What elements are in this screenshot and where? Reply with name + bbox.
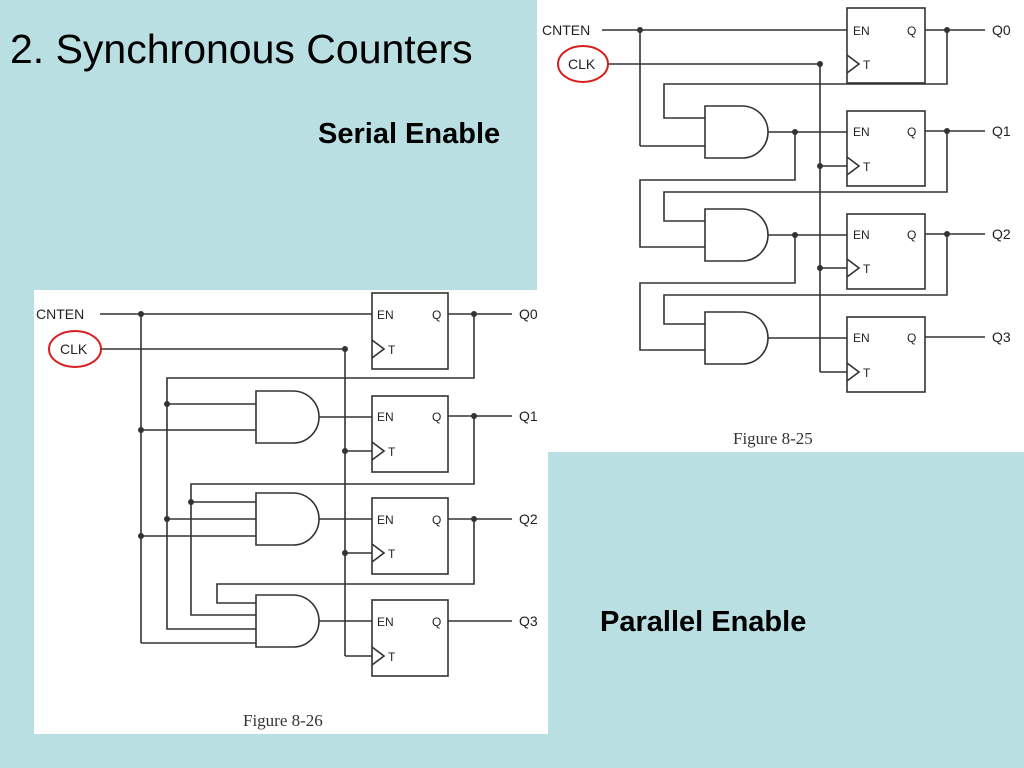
- figure-caption: Figure 8-26: [243, 711, 323, 730]
- ff3-t-label: T: [388, 650, 396, 664]
- slide-title: 2. Synchronous Counters: [10, 26, 473, 72]
- ff1-q-label: Q: [907, 125, 916, 139]
- serial-enable-schematic: CNTEN CLK EN Q T EN Q T EN Q T EN Q T Q0…: [542, 7, 1011, 448]
- parallel-enable-label: Parallel Enable: [600, 606, 807, 638]
- output-q1-label: Q1: [519, 408, 538, 424]
- output-q0-label: Q0: [519, 306, 538, 322]
- ff2-t-label: T: [863, 262, 871, 276]
- ff0-t-label: T: [863, 58, 871, 72]
- ff2-en-label: EN: [853, 228, 870, 242]
- output-q3-label: Q3: [519, 613, 538, 629]
- clk-highlight-circle: [557, 45, 609, 83]
- cnten-input-label: CNTEN: [542, 22, 590, 38]
- output-q0-label: Q0: [992, 22, 1011, 38]
- ff0-en-label: EN: [377, 308, 394, 322]
- output-q2-label: Q2: [992, 226, 1011, 242]
- parallel-enable-diagram: CNTEN CLK EN Q T EN Q T EN Q T EN Q T Q0…: [34, 290, 548, 734]
- ff1-q-label: Q: [432, 410, 441, 424]
- output-q2-label: Q2: [519, 511, 538, 527]
- output-q3-label: Q3: [992, 329, 1011, 345]
- ff1-t-label: T: [863, 160, 871, 174]
- ff0-q-label: Q: [432, 308, 441, 322]
- ff3-q-label: Q: [432, 615, 441, 629]
- ff2-en-label: EN: [377, 513, 394, 527]
- ff0-q-label: Q: [907, 24, 916, 38]
- cnten-input-label: CNTEN: [36, 306, 84, 322]
- figure-caption: Figure 8-25: [733, 429, 813, 448]
- clk-input-label: CLK: [568, 56, 596, 72]
- serial-enable-label: Serial Enable: [318, 118, 501, 150]
- ff2-q-label: Q: [432, 513, 441, 527]
- ff1-en-label: EN: [377, 410, 394, 424]
- ff2-q-label: Q: [907, 228, 916, 242]
- ff2-t-label: T: [388, 547, 396, 561]
- ff3-en-label: EN: [377, 615, 394, 629]
- ff0-en-label: EN: [853, 24, 870, 38]
- ff3-q-label: Q: [907, 331, 916, 345]
- clk-highlight-circle: [48, 330, 102, 368]
- ff3-en-label: EN: [853, 331, 870, 345]
- serial-enable-diagram: CNTEN CLK EN Q T EN Q T EN Q T EN Q T Q0…: [537, 0, 1024, 452]
- parallel-enable-schematic: CNTEN CLK EN Q T EN Q T EN Q T EN Q T Q0…: [36, 292, 538, 730]
- output-q1-label: Q1: [992, 123, 1011, 139]
- ff3-t-label: T: [863, 366, 871, 380]
- ff0-t-label: T: [388, 343, 396, 357]
- ff1-t-label: T: [388, 445, 396, 459]
- ff1-en-label: EN: [853, 125, 870, 139]
- clk-input-label: CLK: [60, 341, 88, 357]
